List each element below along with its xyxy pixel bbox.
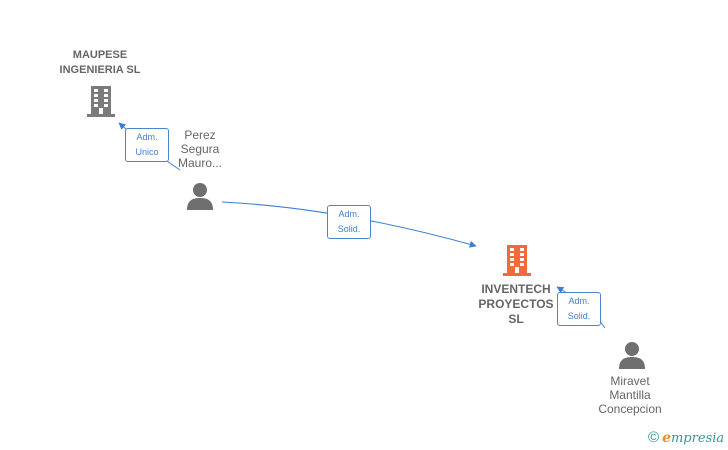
- edge-label-adm-unico[interactable]: Adm. Unico: [125, 128, 169, 162]
- edge-label-adm-solid-perez[interactable]: Adm. Solid.: [327, 205, 371, 239]
- company-inventech-name: INVENTECH PROYECTOS SL: [478, 282, 554, 326]
- building-icon[interactable]: [85, 84, 117, 118]
- building-icon[interactable]: [501, 243, 533, 277]
- copyright-icon: ©: [648, 429, 660, 446]
- edge-label-adm-solid-miravet[interactable]: Adm. Solid.: [557, 292, 601, 326]
- company-maupese-name: MAUPESE INGENIERIA SL: [59, 49, 141, 76]
- empresia-brand: © empresia: [648, 428, 724, 448]
- person-miravet-name: Miravet Mantilla Concepcion: [598, 374, 662, 416]
- brand-logo: empresia: [662, 429, 725, 446]
- person-perez-name: Perez Segura Mauro...: [177, 128, 222, 170]
- person-icon[interactable]: [617, 340, 647, 370]
- person-icon[interactable]: [185, 181, 215, 211]
